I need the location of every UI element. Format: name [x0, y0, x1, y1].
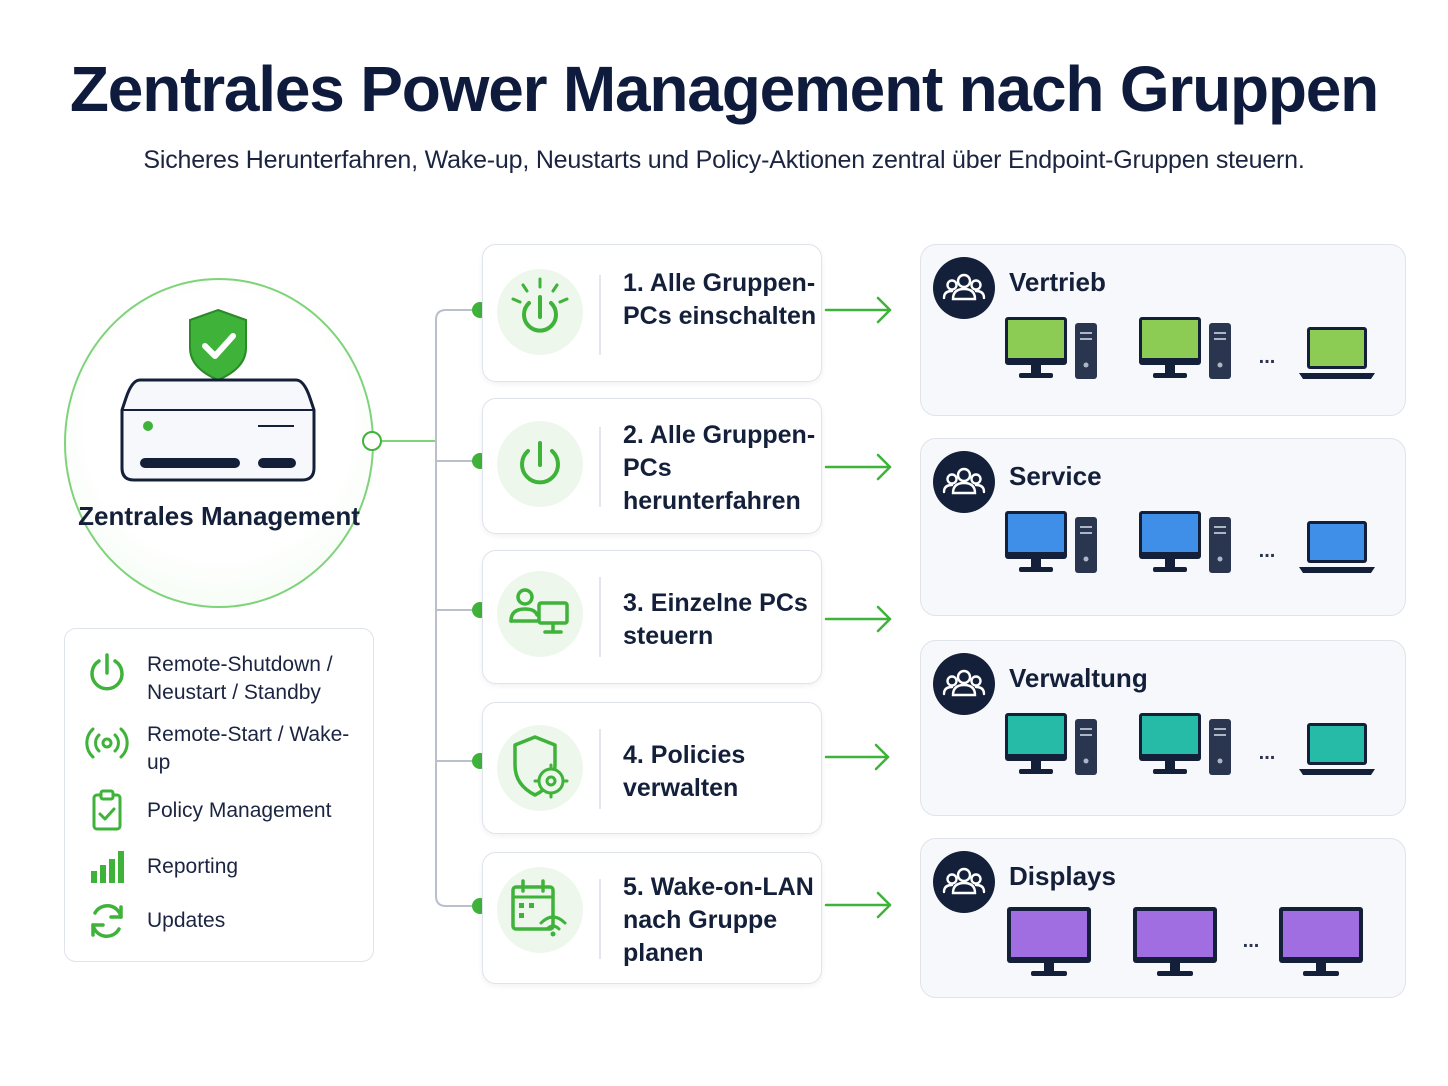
- hub-connector-port: [362, 431, 382, 451]
- device-row: ...: [921, 839, 1407, 1004]
- feature-label: Remote-Start / Wake-up: [147, 723, 350, 774]
- group-name: Displays: [1009, 861, 1116, 891]
- power-on-icon: [497, 269, 583, 355]
- feature-label: Remote-Shutdown / Neustart / Standby: [147, 653, 333, 704]
- refresh-icon: [91, 904, 123, 938]
- action-card-wol-schedule[interactable]: 5. Wake-on-LAN nach Gruppe planen: [482, 852, 822, 984]
- group-panel-displays[interactable]: Displays ...: [920, 838, 1406, 998]
- card-divider: [599, 729, 601, 809]
- action-label: 3. Einzelne PCs steuern: [623, 589, 808, 650]
- feature-list: Remote-Shutdown / Neustart / Standby Rem…: [64, 628, 374, 962]
- clipboard-check-icon: [92, 789, 122, 831]
- action-label: 2. Alle Gruppen-PCs herunterfahren: [623, 421, 816, 515]
- power-icon: [90, 653, 124, 691]
- bar-chart-icon: [91, 851, 124, 883]
- group-users-icon: [933, 851, 995, 913]
- group-name: Verwaltung: [1009, 663, 1148, 693]
- svg-text:...: ...: [1259, 540, 1276, 562]
- feature-label: Updates: [147, 909, 226, 932]
- server-shield-icon: [120, 308, 316, 482]
- action-card-policies[interactable]: 4. Policies verwalten: [482, 702, 822, 834]
- page-subtitle: Sicheres Herunterfahren, Wake-up, Neusta…: [143, 146, 1305, 174]
- page-title: Zentrales Power Management nach Gruppen: [69, 53, 1379, 125]
- card-divider: [599, 275, 601, 355]
- card-divider: [599, 427, 601, 507]
- group-users-icon: [933, 257, 995, 319]
- svg-text:...: ...: [1259, 742, 1276, 764]
- device-row: ...: [921, 439, 1407, 614]
- card-divider: [599, 879, 601, 959]
- action-label: 4. Policies verwalten: [623, 741, 746, 802]
- card-divider: [599, 577, 601, 657]
- group-name: Vertrieb: [1009, 267, 1106, 297]
- user-computer-icon: [497, 571, 583, 657]
- group-users-icon: [933, 451, 995, 513]
- device-row: ...: [921, 245, 1407, 420]
- svg-text:...: ...: [1259, 346, 1276, 368]
- group-panel-service[interactable]: Service ...: [920, 438, 1406, 616]
- feature-label: Policy Management: [147, 799, 332, 822]
- group-panel-vertrieb[interactable]: Vertrieb ...: [920, 244, 1406, 416]
- feature-label: Reporting: [147, 855, 239, 878]
- action-card-power-on[interactable]: 1. Alle Gruppen-PCs einschalten: [482, 244, 822, 382]
- hub-label: Zentrales Management: [78, 501, 360, 531]
- device-row: ...: [921, 641, 1407, 816]
- action-card-power-off[interactable]: 2. Alle Gruppen-PCs herunterfahren: [482, 398, 822, 534]
- action-label: 5. Wake-on-LAN nach Gruppe planen: [623, 873, 814, 967]
- power-off-icon: [497, 421, 583, 507]
- action-label: 1. Alle Gruppen-PCs einschalten: [623, 269, 817, 330]
- group-users-icon: [933, 653, 995, 715]
- group-panel-verwaltung[interactable]: Verwaltung ...: [920, 640, 1406, 816]
- action-card-single-pc[interactable]: 3. Einzelne PCs steuern: [482, 550, 822, 684]
- group-name: Service: [1009, 461, 1102, 491]
- calendar-wifi-icon: [497, 867, 583, 953]
- shield-gear-icon: [497, 725, 583, 811]
- broadcast-icon: [85, 727, 129, 759]
- svg-text:...: ...: [1243, 930, 1260, 952]
